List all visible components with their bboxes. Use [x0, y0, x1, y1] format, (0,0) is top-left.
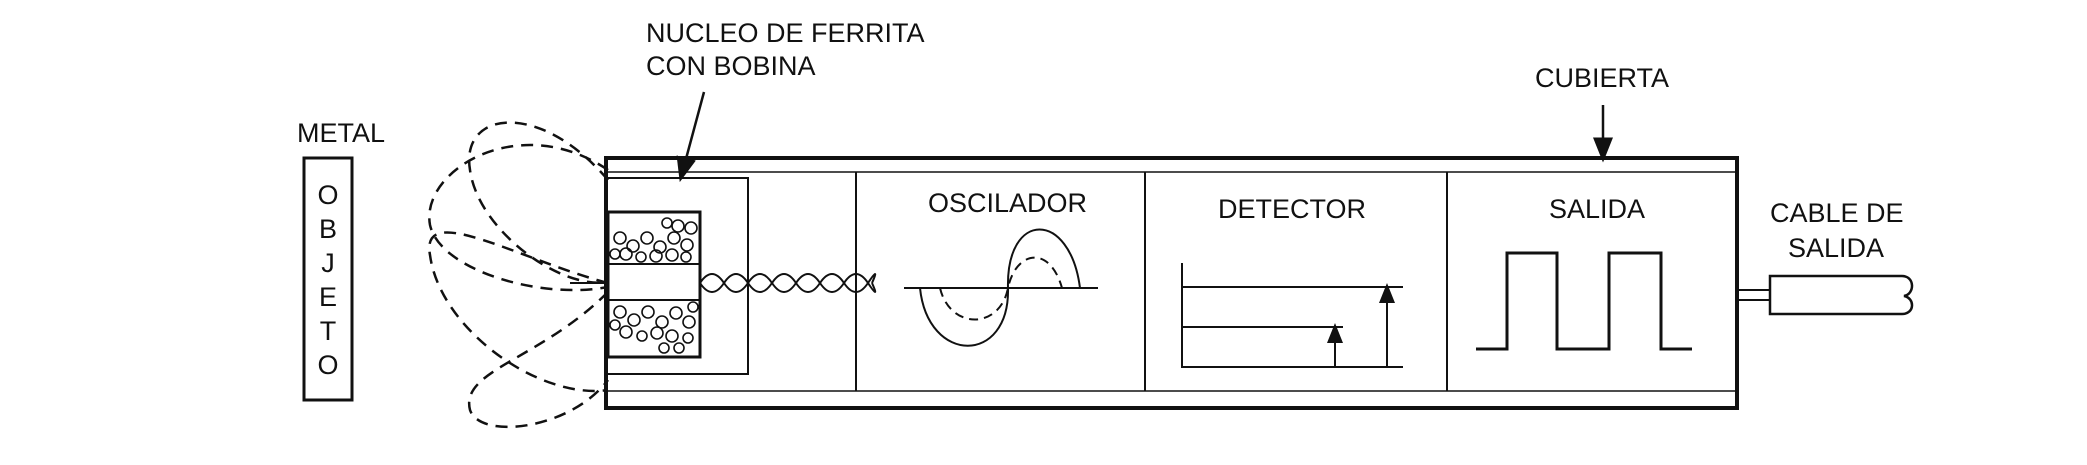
- nucleo-label-group: NUCLEO DE FERRITA CON BOBINA: [646, 18, 925, 183]
- cable-label-line2: SALIDA: [1788, 233, 1884, 263]
- objeto-letter: T: [320, 316, 337, 346]
- metal-object-box: [302, 156, 354, 402]
- cable-label-line1: CABLE DE: [1770, 198, 1904, 228]
- cubierta-label-group: CUBIERTA: [1535, 63, 1669, 163]
- metal-object: METAL O B J E T O: [297, 118, 385, 402]
- ferrite-core-coil: [570, 177, 749, 375]
- nucleo-pointer-arrow: [676, 91, 706, 183]
- nucleo-label-line1: NUCLEO DE FERRITA: [646, 18, 925, 48]
- cable-jacket: [1768, 274, 1914, 316]
- objeto-letter: O: [317, 350, 338, 380]
- detector-label: DETECTOR: [1218, 194, 1366, 224]
- objeto-letters: O B J E T O: [317, 180, 338, 380]
- output-block: SALIDA: [1476, 194, 1692, 351]
- field-line: [428, 143, 609, 292]
- output-cable: CABLE DE SALIDA: [1737, 198, 1914, 316]
- oscillator-damped-wave: [939, 256, 1063, 321]
- detector-block: DETECTOR: [1181, 172, 1448, 391]
- objeto-letter: B: [319, 214, 337, 244]
- objeto-letter: O: [317, 180, 338, 210]
- cubierta-label: CUBIERTA: [1535, 63, 1669, 93]
- coil-windings-lower: [609, 301, 699, 354]
- field-line: [428, 231, 609, 393]
- oscillator-block: OSCILADOR: [855, 172, 1146, 391]
- oscillator-sine-wave: [919, 228, 1081, 347]
- objeto-letter: J: [321, 248, 335, 278]
- field-line: [467, 121, 609, 284]
- output-label: SALIDA: [1549, 194, 1645, 224]
- objeto-letter: E: [319, 282, 337, 312]
- metal-label: METAL: [297, 118, 385, 148]
- output-square-wave: [1476, 251, 1692, 351]
- twisted-pair-wire: [699, 273, 877, 293]
- field-line: [467, 291, 609, 429]
- core-holder: [605, 177, 749, 375]
- magnetic-field-lines: [428, 121, 609, 429]
- oscillator-label: OSCILADOR: [928, 188, 1087, 218]
- nucleo-label-line2: CON BOBINA: [646, 51, 816, 81]
- coil-windings-upper: [609, 217, 698, 263]
